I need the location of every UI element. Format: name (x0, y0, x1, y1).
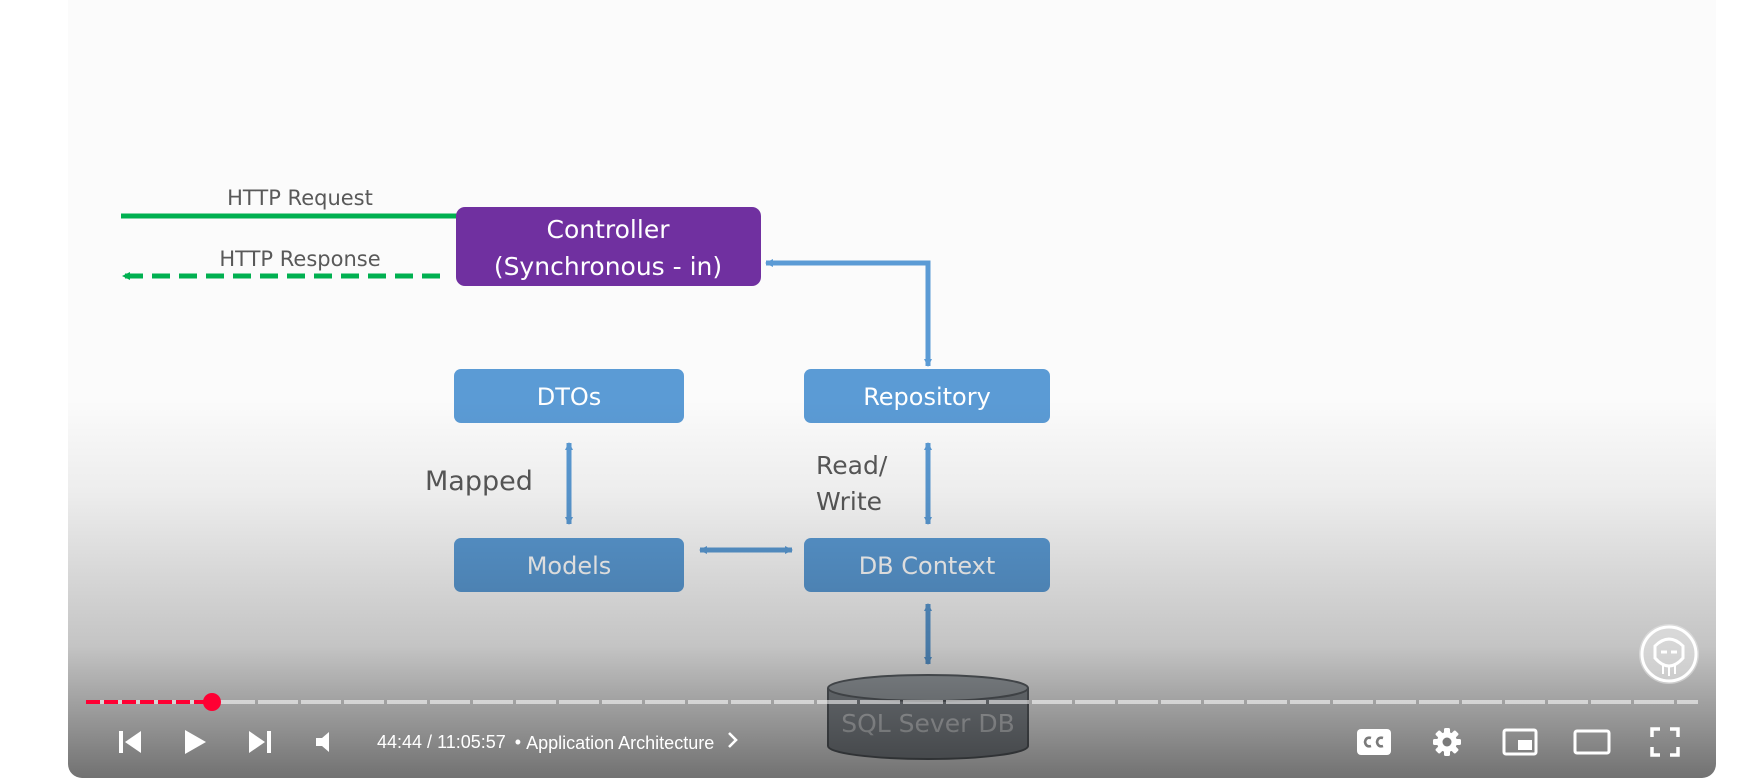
chevron-right-icon (727, 731, 739, 754)
http-response-label: HTTP Response (219, 247, 380, 271)
fullscreen-icon (1649, 726, 1681, 758)
settings-button[interactable] (1423, 720, 1471, 764)
channel-watermark[interactable] (1639, 624, 1699, 684)
mapped-label: Mapped (425, 466, 533, 497)
volume-icon (312, 728, 340, 756)
miniplayer-icon (1502, 728, 1538, 756)
closed-captions-icon (1356, 728, 1392, 756)
read-write-label-1: Read/ (816, 451, 888, 480)
volume-button[interactable] (304, 720, 348, 764)
time-separator: / (427, 731, 433, 752)
repository-label: Repository (863, 383, 991, 411)
skip-previous-icon (115, 727, 145, 757)
previous-button[interactable] (108, 720, 152, 764)
progress-bar[interactable] (86, 693, 1698, 711)
theater-mode-button[interactable] (1568, 720, 1616, 764)
captions-button[interactable] (1350, 720, 1398, 764)
current-time: 44:44 (377, 731, 423, 752)
play-icon (179, 727, 209, 757)
architecture-diagram: HTTP Request HTTP Response Controller (S… (121, 186, 1050, 760)
progress-played (86, 700, 212, 704)
database-label: SQL Sever DB (841, 709, 1014, 738)
http-request-label: HTTP Request (227, 186, 373, 210)
duration: 11:05:57 (437, 731, 506, 752)
next-button[interactable] (238, 720, 282, 764)
progress-scrubber[interactable] (202, 693, 221, 711)
miniplayer-button[interactable] (1496, 720, 1544, 764)
skip-next-icon (245, 727, 275, 757)
fullscreen-button[interactable] (1641, 720, 1689, 764)
gear-icon (1431, 726, 1463, 758)
controller-repository-arrow (765, 259, 932, 367)
db-context-label: DB Context (859, 552, 996, 580)
dtos-label: DTOs (537, 383, 602, 411)
controller-subtitle: (Synchronous - in) (494, 252, 722, 281)
play-button[interactable] (172, 720, 216, 764)
theater-mode-icon (1573, 729, 1611, 755)
read-write-label-2: Write (816, 487, 882, 516)
video-player[interactable]: HTTP Request HTTP Response Controller (S… (68, 0, 1716, 778)
chapter-separator: • (514, 731, 522, 752)
time-display: 44:44 / 11:05:57 • Application Architect… (377, 720, 739, 764)
progress-track (86, 700, 1698, 704)
models-label: Models (527, 552, 612, 580)
controller-box (456, 207, 761, 286)
chapter-title: Application Architecture (526, 732, 715, 753)
chapter-button[interactable]: Application Architecture (526, 731, 739, 754)
controller-title: Controller (547, 215, 671, 244)
